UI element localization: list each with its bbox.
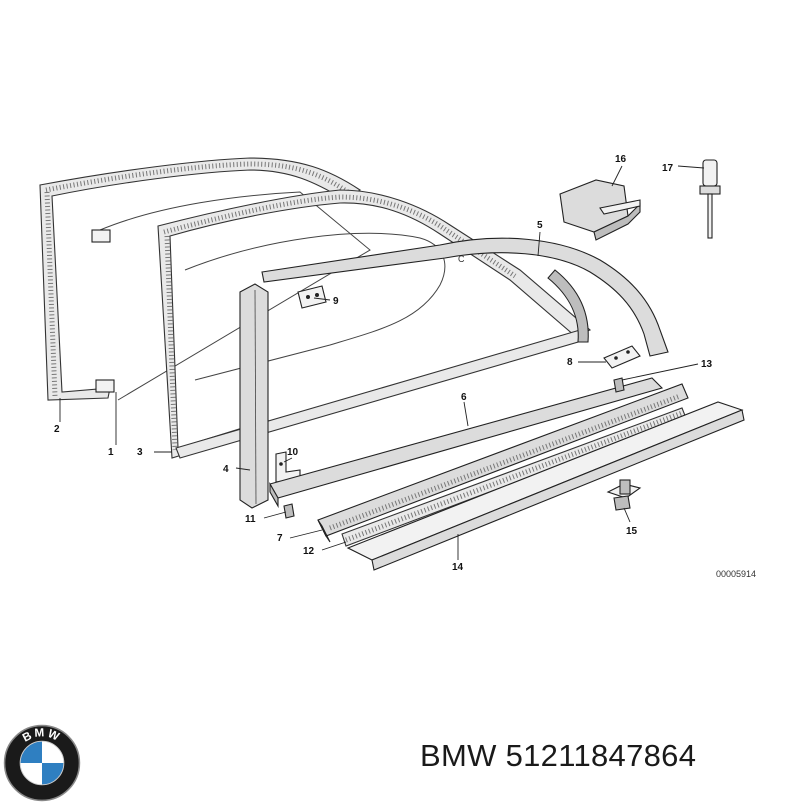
callout-14: 14: [452, 562, 464, 573]
brand-name: BMW: [420, 738, 497, 773]
glass-clip-lower: [95, 379, 115, 393]
glass-mark: C: [458, 254, 465, 264]
callout-5: 5: [537, 220, 543, 231]
callout-labels: 1 2 3 4 5 6 7 8 9 10 11 12 13 14 15 16 1…: [54, 154, 756, 579]
document-number: 00005914: [716, 569, 756, 579]
channel-moulding-7: [317, 383, 689, 543]
clip-11: [283, 503, 295, 519]
rivet-17: [699, 159, 721, 239]
callout-4: 4: [223, 464, 229, 475]
svg-text:BMW: BMW: [20, 726, 63, 744]
callout-15: 15: [626, 526, 638, 537]
callout-17: 17: [662, 163, 674, 174]
clip-13: [613, 377, 625, 393]
callout-2: 2: [54, 424, 60, 435]
bracket-8: [603, 345, 641, 369]
callout-8: 8: [567, 357, 573, 368]
cover-16: [559, 179, 641, 241]
glass-clip-upper: [91, 229, 111, 243]
bracket-9: [297, 285, 327, 309]
callout-1: 1: [108, 447, 114, 458]
sill-cover-14: [346, 401, 745, 571]
sill-trim-6: [269, 377, 664, 509]
callout-12: 12: [303, 546, 315, 557]
part-number-caption: BMW 51211847864: [420, 738, 790, 788]
callout-3: 3: [137, 447, 143, 458]
pillar-trim: [239, 283, 269, 509]
clip-15: [606, 479, 642, 511]
glass-pane-rear: [91, 191, 371, 445]
part-number: 51211847864: [505, 738, 697, 773]
callout-7: 7: [277, 533, 283, 544]
curved-trim-moulding: [261, 237, 669, 357]
callout-13: 13: [701, 359, 713, 370]
callout-10: 10: [287, 447, 299, 458]
leader-lines: [59, 165, 705, 560]
bmw-logo: BMW: [3, 724, 81, 802]
callout-9: 9: [333, 296, 339, 307]
callout-16: 16: [615, 154, 627, 165]
callout-6: 6: [461, 392, 467, 403]
callout-11: 11: [245, 514, 256, 525]
